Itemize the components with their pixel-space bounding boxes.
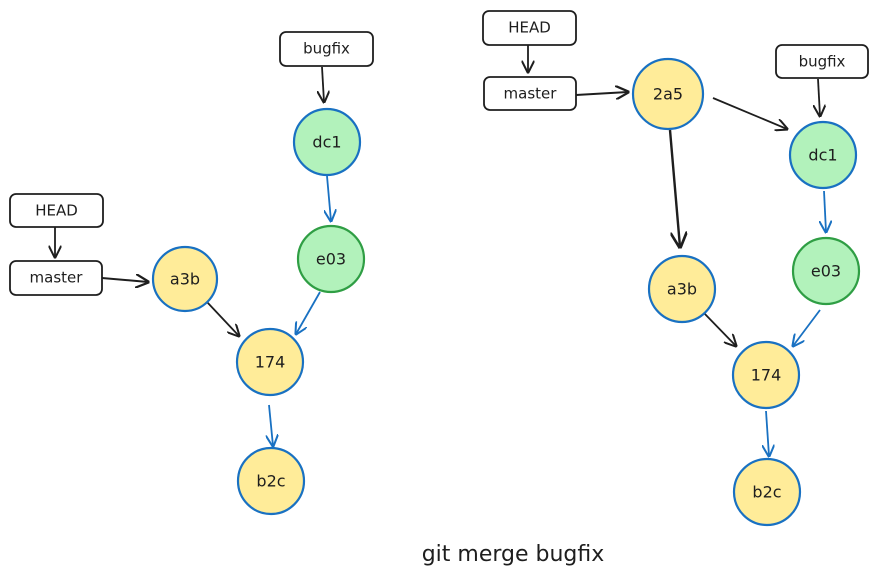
commit-dc1: dc1 — [292, 107, 362, 177]
commit-b2c-label: b2c — [752, 483, 781, 502]
caption: git merge bugfix — [422, 542, 605, 567]
edge-master-to-a3b — [101, 278, 148, 282]
commit-174: 174 — [235, 327, 305, 397]
bugfix-label-box: bugfix — [775, 44, 869, 79]
master-label: master — [30, 269, 84, 287]
commit-b2c-label: b2c — [256, 472, 285, 491]
edge-e03-to-174 — [296, 291, 321, 334]
edge-e03-to-174 — [793, 309, 821, 346]
edge-a3b-to-174 — [206, 301, 239, 336]
head-label-box: HEAD — [9, 193, 104, 228]
edge-a3b-to-174 — [702, 311, 736, 346]
commit-2a5-label: 2a5 — [653, 85, 683, 104]
bugfix-label-box: bugfix — [279, 31, 374, 67]
edge-master-to-2a5 — [575, 92, 628, 95]
edge-2a5-to-a3b — [668, 129, 680, 247]
commit-b2c: b2c — [732, 457, 802, 527]
commit-a3b-label: a3b — [170, 270, 200, 289]
commit-174-label: 174 — [751, 366, 782, 385]
commit-a3b-label: a3b — [667, 280, 697, 299]
master-label-box: master — [483, 76, 577, 111]
edge-174-to-b2c — [269, 404, 273, 446]
edge-dc1-to-e03 — [824, 190, 826, 232]
commit-b2c: b2c — [236, 446, 306, 516]
head-label: HEAD — [508, 19, 551, 37]
commit-2a5: 2a5 — [631, 57, 705, 131]
commit-dc1: dc1 — [788, 120, 858, 190]
master-label-box: master — [9, 260, 103, 296]
commit-e03-label: e03 — [811, 262, 841, 281]
edge-dc1-to-e03 — [327, 175, 331, 221]
bugfix-label: bugfix — [303, 40, 350, 58]
commit-dc1-label: dc1 — [312, 133, 341, 152]
master-label: master — [504, 85, 558, 103]
commit-174-label: 174 — [255, 353, 286, 372]
commit-dc1-label: dc1 — [808, 146, 837, 165]
edge-bugfix-to-dc1 — [322, 66, 324, 102]
commit-a3b: a3b — [647, 254, 717, 324]
before-diagram: bugfix HEAD master dc1 e03 a3b 174 — [9, 31, 374, 516]
bugfix-label: bugfix — [799, 53, 846, 71]
after-diagram: HEAD master bugfix 2a5 dc1 e03 a3b — [482, 10, 869, 527]
edge-174-to-b2c — [766, 410, 769, 456]
edge-2a5-to-dc1 — [712, 97, 787, 129]
edge-bugfix-to-dc1 — [818, 78, 820, 116]
commit-174: 174 — [731, 340, 801, 410]
commit-e03: e03 — [296, 224, 366, 294]
head-label: HEAD — [35, 202, 78, 220]
commit-e03-label: e03 — [316, 250, 346, 269]
commit-e03: e03 — [791, 236, 861, 306]
head-label-box: HEAD — [482, 10, 577, 46]
commit-a3b: a3b — [151, 245, 219, 313]
